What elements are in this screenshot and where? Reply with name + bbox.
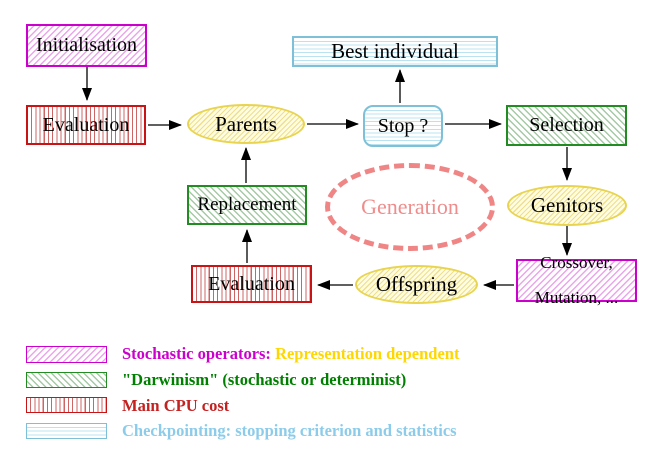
node-replacement-label: Replacement (197, 194, 297, 216)
node-crossover-mutation: Crossover, Mutation, ... (516, 253, 637, 307)
node-evaluation-top-label: Evaluation (42, 113, 130, 136)
legend-label-stochastic: Stochastic operators: Representation dep… (122, 344, 459, 364)
node-evaluation-bottom: Evaluation (191, 265, 312, 303)
node-best-individual-label: Best individual (331, 39, 459, 64)
legend-label-darwinism: "Darwinism" (stochastic or determinist) (122, 370, 407, 389)
legend-swatch-stochastic (26, 346, 107, 363)
legend-label-cpu: Main CPU cost (122, 396, 230, 415)
crossover-line1: Crossover, (540, 252, 613, 272)
node-selection-label: Selection (529, 114, 604, 136)
node-replacement: Replacement (187, 185, 307, 225)
node-initialisation-label: Initialisation (35, 34, 138, 56)
legend-stochastic-text: Stochastic operators: (122, 344, 271, 363)
node-offspring: Offspring (355, 265, 478, 304)
node-offspring-label: Offspring (375, 272, 458, 297)
node-stop: Stop ? (363, 105, 443, 147)
legend-swatch-cpu (26, 397, 107, 413)
node-selection: Selection (506, 105, 627, 146)
node-parents: Parents (187, 104, 305, 144)
crossover-line2: Mutation, ... (534, 288, 619, 308)
legend-swatch-checkpoint (26, 423, 107, 439)
node-evaluation-bottom-label: Evaluation (208, 272, 295, 295)
node-genitors-label: Genitors (530, 193, 604, 218)
legend-label-checkpoint: Checkpointing: stopping criterion and st… (122, 421, 457, 440)
node-parents-label: Parents (215, 111, 277, 136)
node-initialisation: Initialisation (26, 24, 147, 67)
node-generation: Generation (325, 163, 495, 251)
node-genitors: Genitors (507, 185, 627, 226)
node-evaluation-top: Evaluation (26, 105, 146, 145)
node-generation-label: Generation (361, 194, 459, 219)
node-best-individual: Best individual (292, 36, 498, 67)
legend-swatch-darwinism (26, 372, 107, 388)
legend-representation-text: Representation dependent (275, 344, 460, 363)
node-stop-label: Stop ? (377, 114, 429, 137)
node-crossover-mutation-label: Crossover, Mutation, ... (534, 252, 619, 308)
